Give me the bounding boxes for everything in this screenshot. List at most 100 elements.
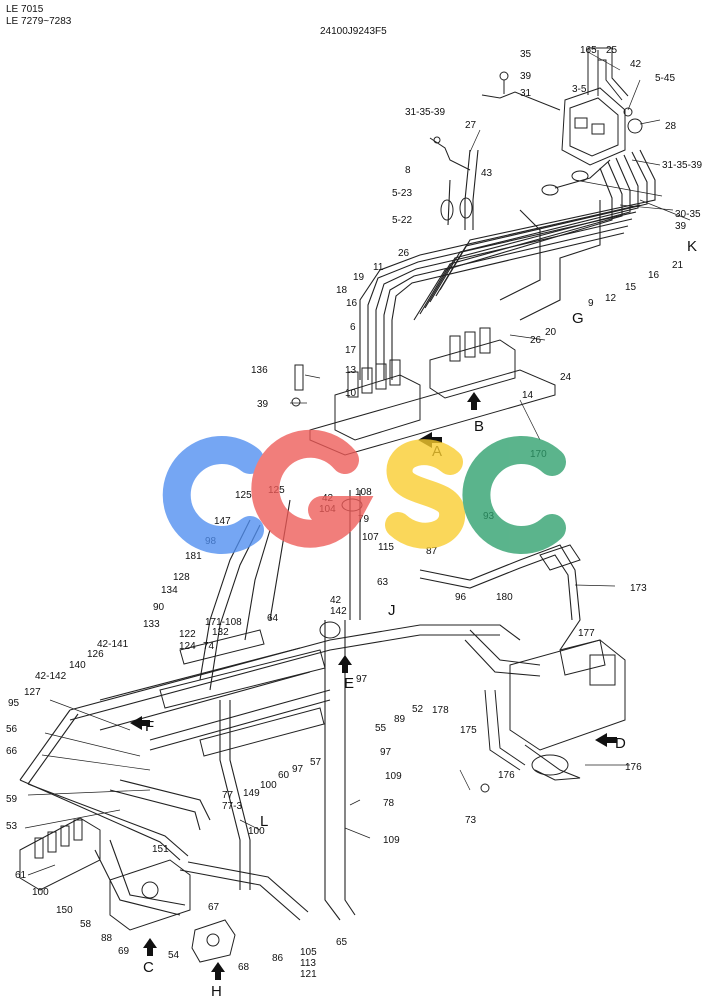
callout: 60 [278,770,290,781]
view-label-l: L [260,813,268,830]
view-label-j: J [388,602,396,619]
callout: 175 [460,725,477,736]
callout: 97 [380,747,392,758]
callout: 142 [330,606,347,617]
callout: 171-108 [205,617,242,628]
model-line-1: LE 7015 [6,4,44,15]
view-label-h: H [211,983,222,1000]
callout: 54 [168,950,180,961]
callout: 86 [272,953,284,964]
callout: 53 [6,821,18,832]
callout: 126 [87,649,104,660]
callout: 64 [267,613,279,624]
callout: 63 [377,577,389,588]
callout: 10 [345,388,357,399]
callout: 16 [648,270,660,281]
direction-arrows [130,392,617,980]
callout: 125 [235,490,252,501]
callout: 28 [665,121,677,132]
callout: 100 [260,780,277,791]
watermark-letter-c [162,436,264,554]
callout: 77-3 [222,801,242,812]
callout: 42-142 [35,671,67,682]
arrow-d-icon [595,733,617,747]
callout: 181 [185,551,202,562]
callout: 90 [153,602,165,613]
callout: 100 [32,887,49,898]
callout: 147 [214,516,231,527]
callout: 61 [15,870,27,881]
right-pump-unit [480,544,626,793]
arrow-e-icon [338,655,352,673]
view-label-c: C [143,959,154,976]
lower-left-valve-block [19,817,236,963]
callout: 107 [362,532,379,543]
callout: 5-23 [392,188,412,199]
callout: 9 [588,298,594,309]
callout: 52 [412,704,424,715]
callout: 35 [520,49,532,60]
watermark-letter-g [251,429,374,548]
callout: 151 [152,844,169,855]
leader-lines [24,51,691,876]
callout: 17 [345,345,357,356]
callout: 25 [606,45,618,56]
callout: 58 [80,919,92,930]
callout: 30-35 [675,209,701,220]
lower-pipe-assembly [19,490,581,921]
view-label-e: E [344,675,354,692]
callout: 176 [625,762,642,773]
middle-control-valve-plate [291,327,556,456]
callout: 26 [398,248,410,259]
callout: 127 [24,687,41,698]
callout-labels: 35 39 165 25 42 5-45 31 3-5 28 31-35-39 … [6,45,702,980]
callout: 39 [675,221,687,232]
callout: 136 [251,365,268,376]
callout: 178 [432,705,449,716]
callout: 68 [238,962,250,973]
view-label-d: D [615,735,626,752]
arrow-h-icon [211,962,225,980]
callout: 88 [101,933,113,944]
callout: 108 [355,487,372,498]
callout: 67 [208,902,220,913]
callout: 21 [672,260,684,271]
watermark-letter-s [385,439,466,549]
callout: 124 [179,641,196,652]
callout: 65 [336,937,348,948]
callout: 31-35-39 [662,160,702,171]
callout: 27 [465,120,477,131]
callout: 79 [358,514,370,525]
arrow-b-icon [467,392,481,410]
callout: 176 [498,770,515,781]
callout: 95 [8,698,20,709]
view-label-f: F [145,718,154,735]
view-label-g: G [572,310,584,327]
callout: 31 [520,88,532,99]
callout: 134 [161,585,178,596]
callout: 73 [465,815,477,826]
callout: 87 [426,546,438,557]
callout: 57 [310,757,322,768]
callout: 55 [375,723,387,734]
callout: 15 [625,282,637,293]
callout: 43 [481,168,493,179]
callout: 74 [203,641,215,652]
callout: 132 [212,627,229,638]
drawing-number: 24100J9243F5 [320,26,387,37]
callout: 180 [496,592,513,603]
callout: 113 [300,958,316,969]
callout: 128 [173,572,190,583]
callout: 121 [300,969,317,980]
callout: 59 [6,794,18,805]
callout: 115 [378,542,394,553]
callout: 56 [6,724,18,735]
callout: 13 [345,365,357,376]
upper-pipe-bundle [359,149,656,380]
callout: 177 [578,628,595,639]
callout: 100 [248,826,265,837]
watermark-letter-c2 [462,436,566,554]
callout: 105 [300,947,317,958]
callout: 133 [143,619,160,630]
